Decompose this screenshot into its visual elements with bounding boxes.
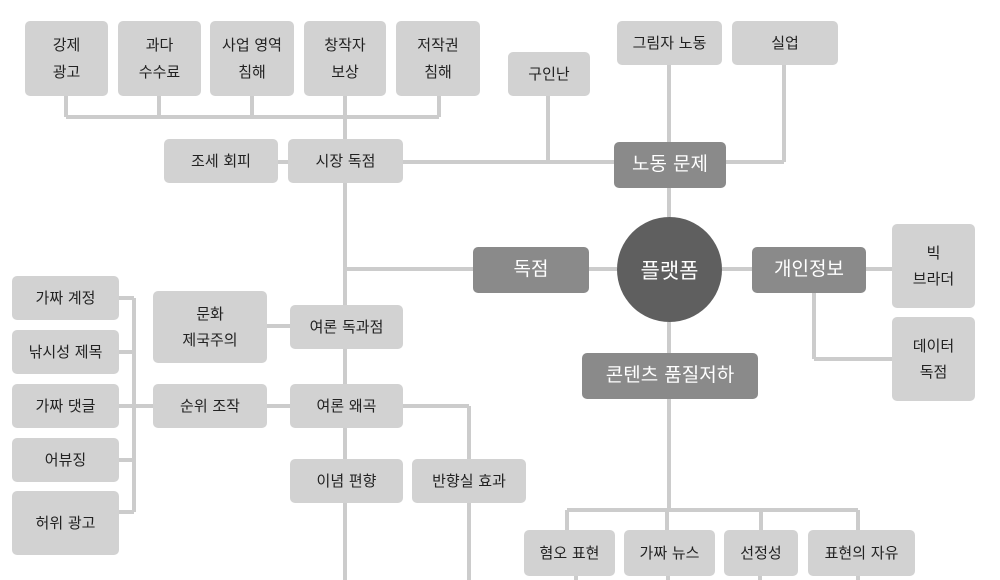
- node-ideological-bias: 이념 편향: [290, 459, 403, 503]
- node-free-speech: 표현의 자유: [808, 530, 915, 576]
- branch-monopoly: 독점: [473, 247, 589, 293]
- node-opinion-oligopoly: 여론 독과점: [290, 305, 403, 349]
- node-fake-comment: 가짜 댓글: [12, 384, 119, 428]
- node-forced-ads: 강제 광고: [25, 21, 108, 96]
- node-big-brother: 빅 브라더: [892, 224, 975, 308]
- node-rank-manipulation: 순위 조작: [153, 384, 267, 428]
- node-unemployment: 실업: [732, 21, 838, 65]
- node-data-monopoly: 데이터 독점: [892, 317, 975, 401]
- node-excess-fees: 과다 수수료: [118, 21, 201, 96]
- node-false-ad: 허위 광고: [12, 491, 119, 555]
- node-business-infringement: 사업 영역 침해: [210, 21, 294, 96]
- node-sensationalism: 선정성: [724, 530, 798, 576]
- node-copyright-infringement: 저작권 침해: [396, 21, 480, 96]
- node-fake-news: 가짜 뉴스: [624, 530, 715, 576]
- node-opinion-distortion: 여론 왜곡: [290, 384, 403, 428]
- branch-labor: 노동 문제: [614, 142, 726, 188]
- node-shadow-labor: 그림자 노동: [617, 21, 722, 65]
- node-market-monopoly: 시장 독점: [288, 139, 403, 183]
- node-job-difficulty: 구인난: [508, 52, 590, 96]
- node-cultural-imperialism: 문화 제국주의: [153, 291, 267, 363]
- node-abusing: 어뷰징: [12, 438, 119, 482]
- branch-content: 콘텐츠 품질저하: [582, 353, 758, 399]
- node-echo-chamber: 반향실 효과: [412, 459, 526, 503]
- center-platform: 플랫폼: [617, 217, 722, 322]
- node-tax-avoidance: 조세 회피: [164, 139, 278, 183]
- node-hate-speech: 혐오 표현: [524, 530, 615, 576]
- branch-privacy: 개인정보: [752, 247, 866, 293]
- node-creator-compensation: 창작자 보상: [304, 21, 386, 96]
- node-clickbait: 낚시성 제목: [12, 330, 119, 374]
- node-fake-account: 가짜 계정: [12, 276, 119, 320]
